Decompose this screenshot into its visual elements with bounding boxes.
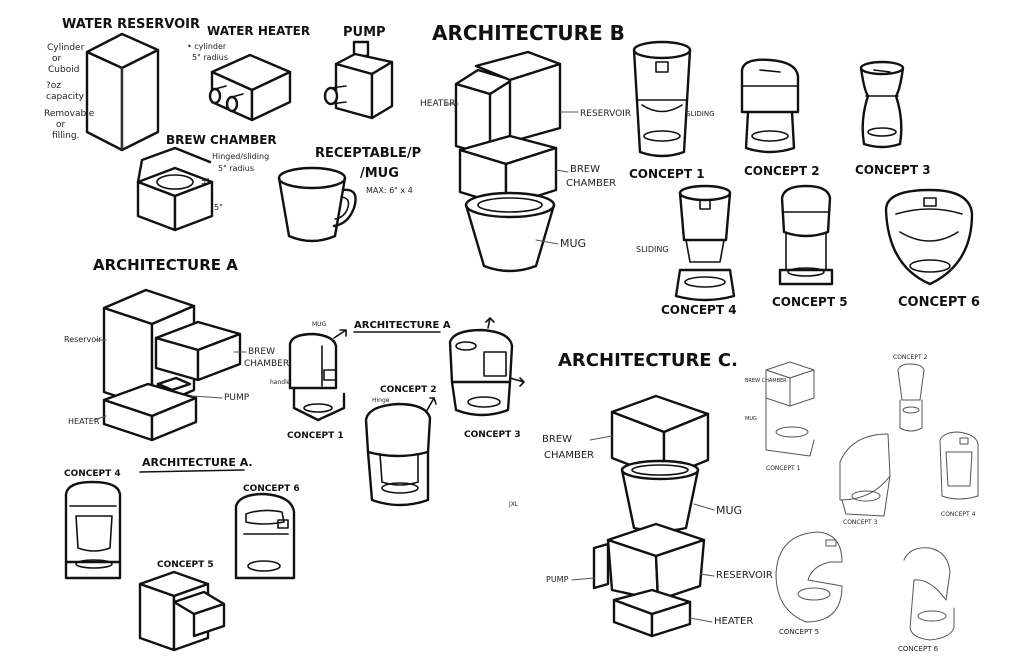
architecture-c-concept-4: CONCEPT 4 <box>941 511 976 518</box>
architecture-c-concept-6-sketch <box>904 548 954 640</box>
architecture-c-title: ARCHITECTURE C. <box>558 350 738 371</box>
svg-text:?oz: ?oz <box>46 81 61 91</box>
svg-text:HEATER: HEATER <box>714 616 753 627</box>
svg-text:MUG: MUG <box>716 504 742 517</box>
svg-text:BREW: BREW <box>542 434 572 445</box>
architecture-a-concept-1: CONCEPT 1 <box>287 431 344 441</box>
architecture-b-concept-6: CONCEPT 6 <box>898 295 980 310</box>
svg-text:CHAMBER: CHAMBER <box>566 178 616 189</box>
water-reservoir-title: WATER RESERVOIR <box>62 17 200 32</box>
architecture-c-concept-2: CONCEPT 2 <box>893 354 928 361</box>
brew-chamber-dim-a: 5" <box>201 177 210 186</box>
architecture-c-concept-6: CONCEPT 6 <box>898 645 939 653</box>
architecture-b-concept-2-sketch <box>742 60 798 152</box>
water-reservoir-sketch <box>87 34 158 150</box>
architecture-a-initials: JXL <box>508 501 519 508</box>
svg-text:CHAMBER: CHAMBER <box>544 450 594 461</box>
svg-text:CHAMBER: CHAMBER <box>244 359 289 369</box>
architecture-b-title: ARCHITECTURE B <box>432 21 625 45</box>
architecture-c-concept-3: CONCEPT 3 <box>843 519 878 526</box>
architecture-b-concept-5-sketch <box>780 186 832 284</box>
architecture-c-concept-3-sketch <box>840 434 890 516</box>
architecture-b-concept-3-sketch <box>861 62 903 147</box>
architecture-b-concept-5: CONCEPT 5 <box>772 295 848 309</box>
receptacle-title: RECEPTABLE/P <box>315 146 421 161</box>
architecture-b-concept-1: CONCEPT 1 <box>629 167 705 181</box>
architecture-b-concept-2: CONCEPT 2 <box>744 164 820 178</box>
svg-text:RESERVOIR: RESERVOIR <box>716 570 773 581</box>
svg-text:Cuboid: Cuboid <box>48 65 79 75</box>
receptacle-note: MAX: 6" x 4 <box>366 186 413 195</box>
architecture-a-subtitle: ARCHITECTURE A <box>354 320 451 331</box>
mug-sketch <box>279 168 356 241</box>
architecture-a-concept-4-sketch <box>66 482 120 578</box>
pump-title: PUMP <box>343 25 386 40</box>
brew-chamber-note-1: Hinged/sliding <box>212 152 269 161</box>
svg-text:Cylinder: Cylinder <box>47 43 85 53</box>
svg-text:BREW: BREW <box>248 347 275 357</box>
architecture-c-concept-1-sketch <box>766 362 814 456</box>
brew-chamber-sketch <box>138 148 212 230</box>
pump-sketch <box>325 42 392 118</box>
svg-text:BREW: BREW <box>570 164 600 175</box>
water-heater-title: WATER HEATER <box>207 24 310 38</box>
svg-text:HEATER: HEATER <box>68 417 100 426</box>
brew-chamber-dim-b: 5" <box>214 203 223 212</box>
architecture-a-handle-note: handle <box>270 379 291 386</box>
architecture-b-concept-1-sketch <box>634 42 690 156</box>
architecture-a-hinge-note: Hinge <box>372 397 390 404</box>
architecture-a-stack <box>104 290 240 440</box>
architecture-c-concept-4-sketch <box>940 432 978 499</box>
architecture-c-concept-5-sketch <box>776 532 842 622</box>
architecture-c-brew-note: BREW CHAMBER <box>745 378 787 384</box>
architecture-a-concept-3-sketch <box>450 318 524 415</box>
svg-text:or: or <box>52 54 62 64</box>
architecture-b-concept-4-sketch <box>676 186 734 300</box>
architecture-c-concept-2-sketch <box>898 364 924 431</box>
architecture-a-concept-5-sketch <box>140 572 224 650</box>
architecture-a-concept-2-sketch <box>366 398 436 505</box>
svg-text:RESERVOIR: RESERVOIR <box>580 109 631 119</box>
svg-text:MUG: MUG <box>560 237 586 250</box>
svg-text:capacity: capacity <box>46 92 85 102</box>
architecture-a-concept-5: CONCEPT 5 <box>157 560 214 570</box>
architecture-a-concept-4: CONCEPT 4 <box>64 469 121 479</box>
architecture-b-sliding-1: SLIDING <box>686 110 715 118</box>
architecture-a-title: ARCHITECTURE A <box>93 256 238 274</box>
architecture-b-concept-3: CONCEPT 3 <box>855 163 931 177</box>
svg-text:PUMP: PUMP <box>546 575 569 584</box>
architecture-c-concept-1: CONCEPT 1 <box>766 465 801 472</box>
svg-text:Removable: Removable <box>44 109 95 119</box>
water-heater-note-1: • cylinder <box>187 42 227 51</box>
svg-text:or: or <box>56 120 66 130</box>
architecture-a-concept-6: CONCEPT 6 <box>243 484 300 494</box>
architecture-a-concept-1-sketch <box>290 330 346 420</box>
brew-chamber-title: BREW CHAMBER <box>166 133 277 147</box>
architecture-a-concept-3: CONCEPT 3 <box>464 430 521 440</box>
svg-text:PUMP: PUMP <box>224 393 250 403</box>
architecture-b-sliding-2: SLIDING <box>636 245 669 254</box>
architecture-c-stack <box>594 396 708 636</box>
water-heater-note-2: 5" radius <box>192 53 228 62</box>
architecture-b-concept-6-sketch <box>886 190 972 284</box>
architecture-a-subtitle-2: ARCHITECTURE A. <box>142 456 253 469</box>
architecture-c-mug-note: MUG <box>745 416 757 422</box>
architecture-c-concept-5: CONCEPT 5 <box>779 628 819 636</box>
water-heater-sketch <box>210 55 290 120</box>
brew-chamber-note-2: 5" radius <box>218 164 254 173</box>
architecture-a-mug-note: MUG <box>312 321 327 328</box>
svg-text:filling.: filling. <box>52 131 79 141</box>
architecture-a-concept-6-sketch <box>236 494 294 578</box>
receptacle-title-2: /MUG <box>360 166 399 181</box>
architecture-b-stack <box>456 52 560 271</box>
architecture-a-concept-2: CONCEPT 2 <box>380 385 437 395</box>
architecture-b-concept-4: CONCEPT 4 <box>661 303 737 317</box>
